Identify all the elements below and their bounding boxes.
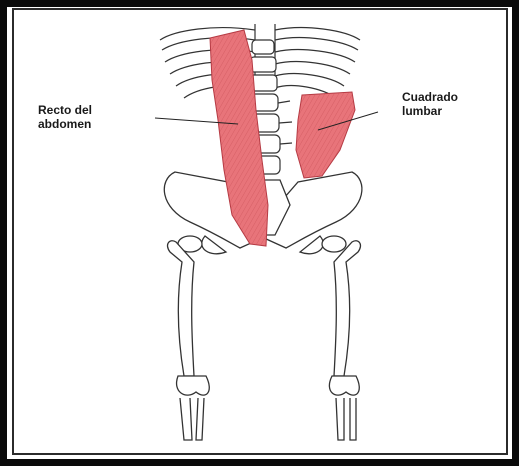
rectus-abdomen-label: Recto del abdomen [38,103,92,131]
quadratus-label-line2: lumbar [402,104,458,118]
leg-bones [168,241,361,440]
quadratus-lumbar-label: Cuadrado lumbar [402,90,458,118]
quadratus-label-line1: Cuadrado [402,90,458,104]
rectus-label-line1: Recto del [38,103,92,117]
rectus-label-line2: abdomen [38,117,92,131]
